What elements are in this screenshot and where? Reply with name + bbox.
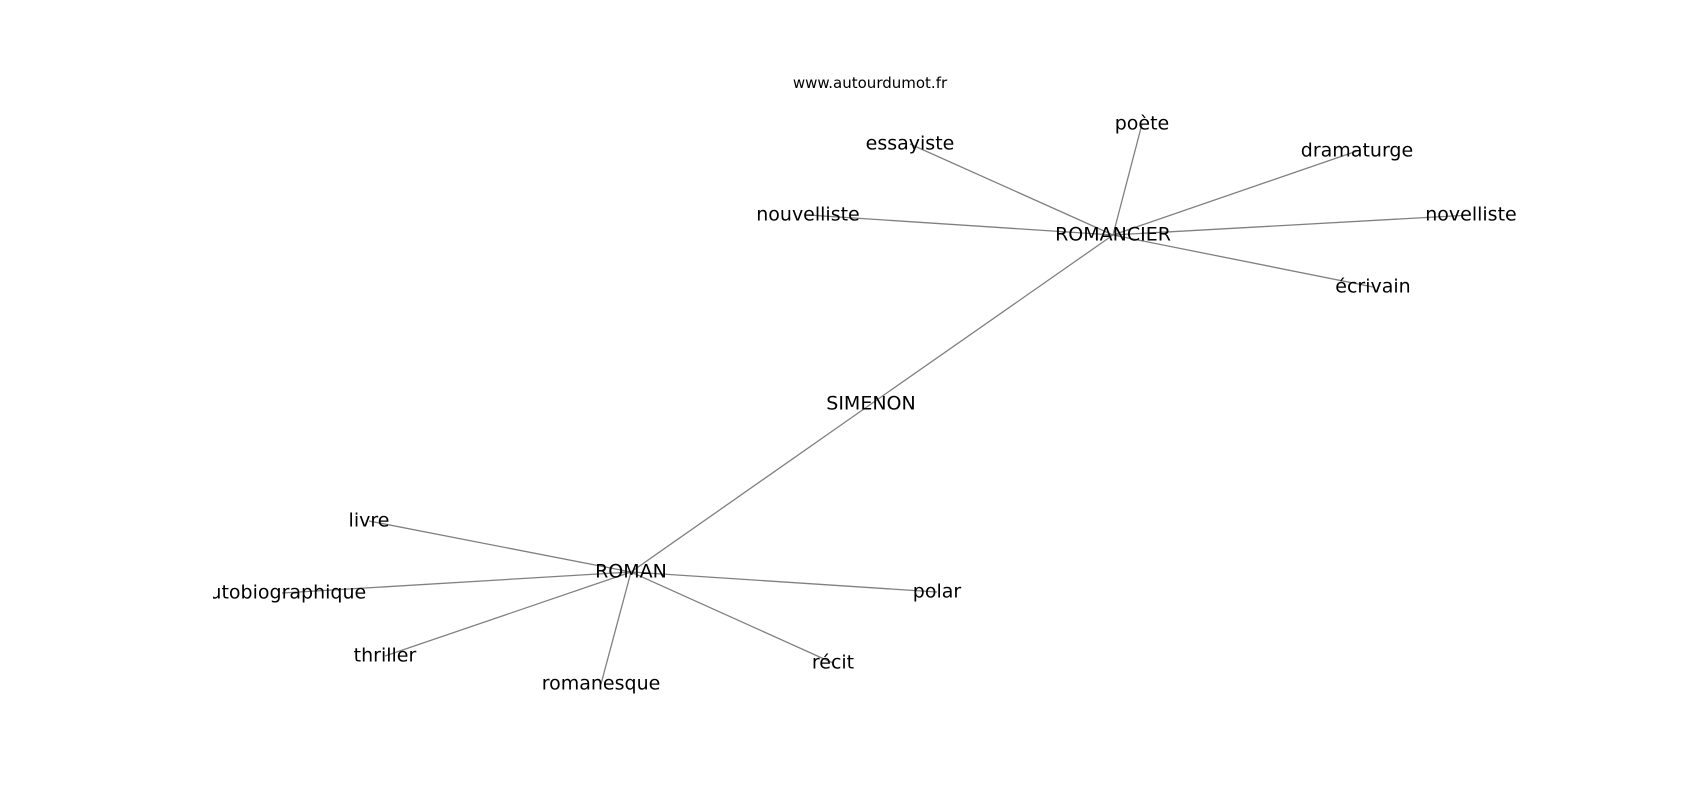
edge-romancier-essayiste xyxy=(909,143,1114,236)
node-label-novelliste: novelliste xyxy=(1425,204,1516,226)
edge-romancier-novelliste xyxy=(1112,214,1472,236)
node-label-romancier: ROMANCIER xyxy=(1055,224,1171,246)
edge-roman-autobiographique xyxy=(281,571,632,594)
edge-layer xyxy=(281,123,1472,685)
node-label-simenon: SIMENON xyxy=(826,393,915,415)
node-label-polar: polar xyxy=(913,581,962,603)
node-label-poete: poète xyxy=(1115,113,1170,135)
node-label-dramaturge: dramaturge xyxy=(1301,140,1413,162)
node-label-roman: ROMAN xyxy=(595,561,667,583)
node-label-thriller: thriller xyxy=(354,645,417,667)
edge-roman-livre xyxy=(368,520,632,573)
edge-romancier-dramaturge xyxy=(1112,150,1358,236)
edge-roman-romanesque xyxy=(600,571,632,685)
edge-roman-recit xyxy=(630,571,834,664)
edge-simenon-roman xyxy=(630,403,872,573)
node-label-ecrivain: écrivain xyxy=(1335,276,1410,298)
node-label-autobiographique: autobiographique xyxy=(198,582,366,604)
edge-simenon-romancier xyxy=(870,234,1114,405)
node-label-nouvelliste: nouvelliste xyxy=(756,204,860,226)
edge-romancier-nouvelliste xyxy=(807,214,1114,236)
watermark-text: www.autourdumot.fr xyxy=(793,74,948,92)
node-label-recit: récit xyxy=(812,652,854,674)
edge-romancier-ecrivain xyxy=(1112,234,1374,288)
edge-roman-polar xyxy=(630,571,938,593)
node-label-essayiste: essayiste xyxy=(866,133,955,155)
node-label-livre: livre xyxy=(349,510,390,532)
node-label-romanesque: romanesque xyxy=(542,673,661,695)
node-layer: SIMENON ROMANCIER ROMAN essayiste poète drama… xyxy=(198,113,1517,695)
edge-roman-thriller xyxy=(384,571,632,657)
edge-romancier-poete xyxy=(1112,123,1143,236)
